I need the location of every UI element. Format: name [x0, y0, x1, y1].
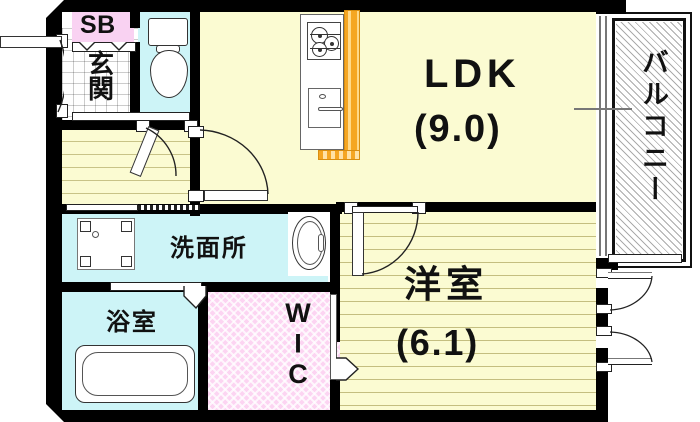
entrance-door-swing-arc [57, 39, 64, 113]
bedroom-door-swing-arc [361, 211, 419, 275]
bedroom-label: 洋室 [404, 264, 489, 305]
exterior-wall-bottom [46, 410, 606, 422]
burner-icon [311, 27, 328, 44]
wall-closet-top [204, 282, 340, 292]
pan-foot [121, 221, 132, 232]
toilet-tank [148, 18, 188, 46]
wall-ldk-bedroom [336, 202, 598, 212]
entrance-door-jamb-bottom [56, 104, 68, 118]
bedroom-window-upper-arc [609, 275, 653, 311]
washroom-label: 洗面所 [170, 235, 248, 262]
closet-floor [204, 288, 340, 412]
ldk-area-label: (9.0) [414, 108, 502, 150]
pan-foot [80, 221, 91, 232]
wall-toilet-left-top [130, 0, 140, 28]
washroom-door-sill [138, 205, 200, 210]
wall-bathroom-right [198, 282, 208, 412]
bedroom-window-lower-arc [609, 331, 653, 363]
stove-grate-line [310, 34, 340, 36]
shoe-box-area [72, 12, 134, 42]
ldk-door-panel[interactable] [204, 190, 268, 201]
bedroom-door-panel[interactable] [352, 212, 364, 276]
bedroom-area-label: (6.1) [396, 322, 480, 363]
bathroom-label: 浴室 [106, 309, 158, 336]
entrance-door-panel[interactable] [0, 36, 62, 48]
wall-bedroom-left-upper [330, 212, 340, 282]
closet-label: WIC [283, 298, 313, 390]
bedroom-window-upper-panel[interactable] [608, 272, 652, 279]
ldk-floor [196, 10, 596, 210]
entrance-step-sill [72, 112, 190, 121]
entrance-label: 玄 関 [87, 49, 114, 105]
balcony-slider-rail-a [599, 16, 601, 256]
burner-icon [312, 42, 327, 57]
bedroom-window-upper-jamb-bottom [596, 304, 612, 314]
bedroom-window-lower-panel[interactable] [608, 358, 652, 365]
balcony-slider-handle-line[interactable] [574, 108, 632, 110]
wall-entrance-bottom [62, 120, 140, 130]
corner-chamfer-bottomleft [46, 404, 64, 422]
toilet-door-swing-arc [145, 127, 177, 177]
balcony-label: バルコニー [638, 48, 668, 208]
closet-door-fold-indicator [336, 357, 360, 381]
vent-triangle-inner [80, 42, 94, 49]
exterior-wall-top [46, 0, 606, 12]
bedroom-door-header [352, 206, 418, 213]
wall-toilet-right [190, 0, 200, 120]
wall-toilet-bottom [140, 120, 198, 130]
shoe-box-sill [72, 42, 136, 52]
three-burner-stove [307, 22, 341, 60]
bedroom-window-lower-jamb-top [596, 326, 612, 336]
bathtub-inner [82, 352, 188, 396]
corner-chamfer-topleft [46, 0, 64, 18]
shoe-box-label: SB [80, 11, 116, 39]
ldk-door-jamb-bottom [188, 190, 204, 202]
wall-toilet-left [130, 42, 140, 120]
ldk-door-swing-arc [199, 129, 269, 195]
kitchen-faucet-base-icon [319, 94, 326, 99]
stove-grate-line [310, 48, 340, 50]
vanity-faucet-icon [318, 234, 324, 252]
balcony-floor [616, 22, 682, 258]
balcony-slider-rail-b [605, 16, 607, 256]
kitchen-faucet-arm-icon [318, 107, 343, 111]
wall-balcony-top [596, 0, 626, 14]
vent-triangle-inner [112, 42, 126, 49]
pan-foot [121, 256, 132, 267]
kitchen-counter-stripe [344, 10, 360, 160]
wall-ldk-left [190, 120, 200, 216]
washroom-door-panel[interactable] [66, 204, 138, 211]
kitchen-counter-front [318, 150, 360, 160]
wall-closet-right-lower [330, 378, 340, 412]
bedroom-top-sill [608, 254, 682, 263]
ldk-label: LDK [424, 52, 521, 96]
toilet-bowl [150, 50, 188, 98]
pan-drain-icon [92, 231, 99, 238]
pan-foot [80, 256, 91, 267]
burner-icon [324, 36, 339, 51]
ldk-door-jamb-top [188, 126, 204, 138]
bedroom-window-lower-jamb-bottom [596, 362, 612, 372]
washing-machine-pan [77, 218, 135, 270]
bedroom-floor [340, 210, 596, 412]
wall-ldk-bottom-left [196, 204, 342, 214]
closet-door-panel[interactable] [330, 294, 337, 380]
bathroom-door-fold-indicator [183, 286, 207, 310]
